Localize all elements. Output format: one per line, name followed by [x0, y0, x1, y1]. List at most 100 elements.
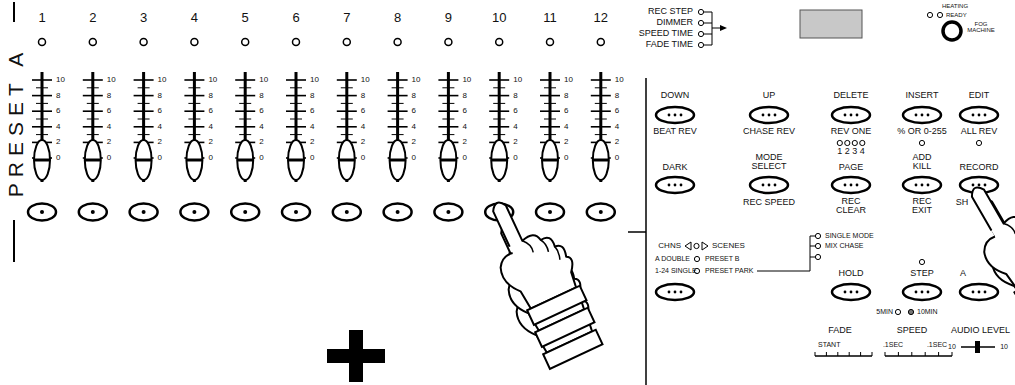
flash-button — [79, 204, 107, 221]
flash-button-dot — [142, 210, 146, 214]
fader-knob — [85, 140, 101, 180]
button-dot — [921, 184, 924, 187]
fader-tick — [239, 134, 251, 135]
fader-tick — [493, 134, 505, 135]
status-led — [976, 140, 981, 145]
fader-tick — [188, 103, 200, 104]
fader-tick — [87, 103, 99, 104]
fader-tick — [290, 134, 302, 135]
scale-mark: 0 — [158, 154, 162, 162]
scale-mark: 2 — [56, 138, 60, 146]
control-button — [960, 107, 998, 123]
fader-tick — [87, 119, 99, 120]
control-button — [750, 107, 788, 123]
arrow-head — [720, 25, 727, 31]
button-dot — [921, 291, 924, 294]
fader-tick — [188, 87, 200, 88]
scale-mark: 6 — [412, 107, 416, 115]
channel-number: 3 — [140, 11, 147, 25]
scale-mark: 10 — [56, 76, 65, 84]
fader-tick — [83, 110, 103, 112]
scale-mark: 4 — [56, 123, 60, 131]
control-label: % OR 0-255 — [897, 127, 947, 136]
control-label: 10 — [948, 343, 956, 350]
control-label: ADD KILL — [909, 153, 935, 172]
channel-number: 12 — [594, 11, 608, 25]
fader-tick — [341, 103, 353, 104]
fader-tick — [32, 110, 52, 112]
button-dot — [674, 184, 677, 187]
fader-knob — [34, 140, 50, 180]
pointing-hand — [490, 229, 606, 373]
button-dot — [668, 184, 671, 187]
fader-tick — [337, 95, 357, 97]
scale-mark: 0 — [361, 154, 365, 162]
fader-tick — [341, 119, 353, 120]
fader-tick — [87, 134, 99, 135]
scale-mark: 8 — [564, 91, 568, 99]
status-led — [698, 42, 703, 47]
fader-tick — [591, 110, 611, 112]
control-label: MODE SELECT — [749, 153, 789, 172]
fader-tick — [32, 126, 52, 128]
fader-tick — [337, 79, 357, 81]
channel-number: 7 — [343, 11, 350, 25]
scale-mark: 6 — [361, 107, 365, 115]
control-label: PRESET B — [705, 255, 740, 262]
channel-led — [597, 39, 604, 46]
status-led — [937, 12, 942, 17]
button-dot — [844, 184, 847, 187]
button-dot — [972, 114, 975, 117]
scale-mark: 2 — [310, 138, 314, 146]
fader-tick — [489, 79, 509, 81]
fader-tick — [493, 103, 505, 104]
control-label: READY — [946, 12, 967, 18]
fader-tick — [438, 110, 458, 112]
fader-knob — [390, 140, 406, 180]
fader-tick — [438, 126, 458, 128]
bracket-line — [757, 236, 810, 271]
slider-tick — [898, 352, 899, 356]
fader-tick — [595, 87, 607, 88]
slider-tick — [860, 352, 861, 356]
fader-tick — [540, 110, 560, 112]
flash-button-dot — [548, 210, 552, 214]
scale-mark: 2 — [615, 138, 619, 146]
fader-tick — [87, 87, 99, 88]
lcd-display — [800, 10, 862, 38]
fader-tick — [438, 79, 458, 81]
button-dot — [762, 114, 765, 117]
fader-tick — [83, 95, 103, 97]
scale-mark: 2 — [158, 138, 162, 146]
button-dot — [774, 184, 777, 187]
fader-knob-mark — [237, 159, 253, 162]
channel-number: 4 — [191, 11, 198, 25]
fader-tick — [36, 103, 48, 104]
scale-mark: 8 — [259, 91, 263, 99]
scale-mark: 10 — [208, 76, 217, 84]
control-label: .1SEC — [927, 341, 947, 348]
scale-mark: 0 — [107, 154, 111, 162]
bracket-line — [704, 12, 712, 13]
scale-mark: 0 — [615, 154, 619, 162]
control-label: DELETE — [833, 91, 868, 100]
bracket-line — [810, 236, 815, 237]
fader-tick — [36, 134, 48, 135]
flash-button-dot — [40, 210, 44, 214]
fog-button — [943, 22, 961, 40]
scale-mark: 0 — [513, 154, 517, 162]
button-dot — [984, 291, 987, 294]
channel-number: 10 — [492, 11, 506, 25]
control-button — [832, 177, 870, 193]
fader-tick — [83, 79, 103, 81]
control-label: SH — [956, 198, 969, 207]
scale-mark: 6 — [259, 107, 263, 115]
status-led — [919, 259, 924, 264]
status-led — [698, 20, 703, 25]
scale-mark: 4 — [208, 123, 212, 131]
button-dot — [768, 114, 771, 117]
flash-button — [333, 204, 361, 221]
control-label: HOLD — [838, 269, 863, 278]
button-dot — [921, 114, 924, 117]
